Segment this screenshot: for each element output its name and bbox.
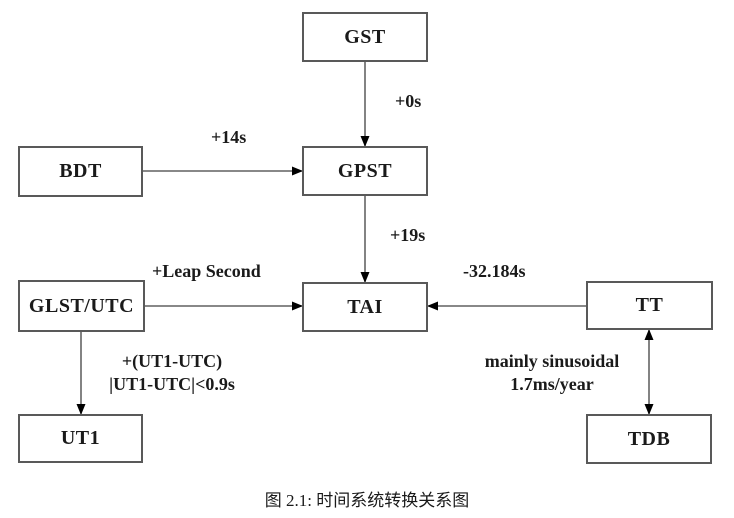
node-tt: TT: [586, 281, 713, 330]
node-glst-utc: GLST/UTC: [18, 280, 145, 332]
edge-label-glst-to-ut1-line1: +(UT1-UTC): [121, 351, 223, 371]
edge-label-glst-to-tai: +Leap Second: [152, 261, 261, 281]
edge-label-bdt-to-gpst: +14s: [211, 127, 247, 147]
node-gpst: GPST: [302, 146, 428, 196]
node-tdb: TDB: [586, 414, 712, 464]
edge-label-glst-to-ut1: +(UT1-UTC) |UT1-UTC|<0.9s: [57, 350, 287, 397]
edge-label-tt-tdb-line1: mainly sinusoidal: [484, 351, 620, 371]
figure-caption: 图 2.1: 时间系统转换关系图: [264, 491, 470, 510]
node-bdt: BDT: [18, 146, 143, 197]
node-ut1: UT1: [18, 414, 143, 463]
edge-label-gst-to-gpst: +0s: [395, 91, 422, 111]
edge-label-gpst-to-tai: +19s: [390, 225, 426, 245]
edge-label-tt-tdb: mainly sinusoidal 1.7ms/year: [437, 350, 667, 397]
edge-label-tt-to-tai: -32.184s: [463, 261, 526, 281]
node-tai: TAI: [302, 282, 428, 332]
edge-label-glst-to-ut1-line2: |UT1-UTC|<0.9s: [109, 374, 235, 395]
edge-label-tt-tdb-line2: 1.7ms/year: [510, 374, 594, 395]
node-gst: GST: [302, 12, 428, 62]
